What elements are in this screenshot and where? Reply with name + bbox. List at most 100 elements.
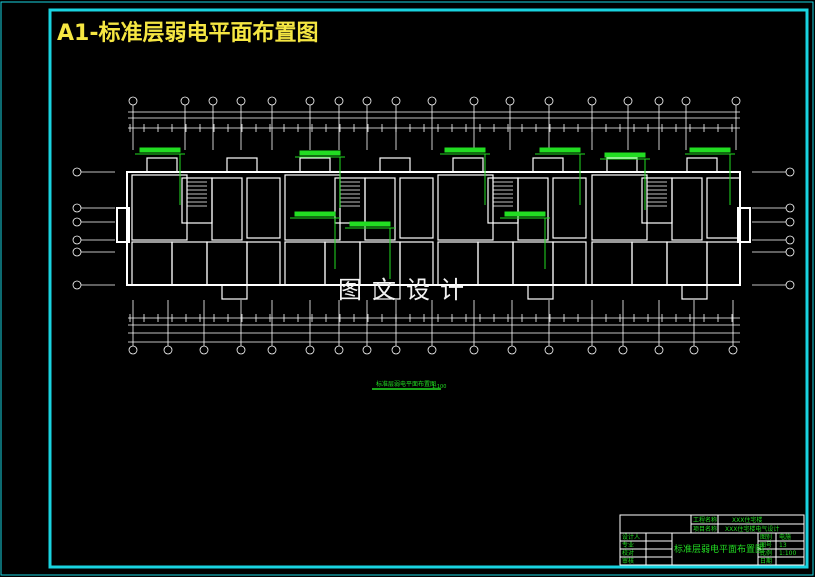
room — [706, 241, 741, 286]
wiring-label — [604, 152, 646, 158]
axis-bubble — [469, 345, 479, 355]
wiring-label — [444, 147, 486, 153]
drawing-label: 标准层弱电平面布置图 1:100 — [372, 380, 446, 390]
drawing-name: 标准层弱电平面布置图 — [674, 543, 764, 555]
wiring-label — [539, 147, 581, 153]
drawing-frame — [48, 8, 809, 569]
scale-label: 比例 — [760, 549, 772, 557]
axis-bubble — [208, 96, 218, 106]
axis-bubble — [128, 345, 138, 355]
balcony — [226, 157, 258, 173]
wiring-label — [504, 211, 546, 217]
axis-bubble — [587, 96, 597, 106]
axis-grid — [72, 96, 795, 355]
room — [477, 241, 514, 286]
balcony — [686, 157, 718, 173]
axis-bubble — [728, 345, 738, 355]
balcony — [146, 157, 178, 173]
svg-text:1:100: 1:100 — [432, 384, 446, 390]
wiring-label — [689, 147, 731, 153]
axis-bubble — [305, 345, 315, 355]
axis-bubble — [507, 345, 517, 355]
balcony — [299, 157, 331, 173]
axis-bubble — [236, 96, 246, 106]
room — [552, 177, 587, 239]
room — [552, 241, 587, 286]
axis-bubble — [72, 247, 82, 257]
axis-bubble — [785, 217, 795, 227]
reviewer-label: 审核 — [622, 557, 634, 565]
axis-bubble — [267, 96, 277, 106]
balcony — [532, 157, 564, 173]
drawing-title: A1-标准层弱电平面布置图 — [57, 20, 318, 46]
axis-bubble — [785, 167, 795, 177]
balcony — [221, 284, 248, 300]
category-value: 电施 — [779, 533, 791, 541]
balcony — [379, 157, 411, 173]
axis-bubble — [391, 345, 401, 355]
axis-bubble — [544, 345, 554, 355]
scale-value: 1:100 — [779, 550, 796, 557]
axis-bubble — [163, 345, 173, 355]
item-value: XXX住宅楼电气设计 — [725, 525, 779, 533]
balcony — [606, 157, 638, 173]
wiring-label — [294, 211, 336, 217]
axis-bubble — [469, 96, 479, 106]
building-plan — [116, 157, 751, 300]
axis-bubble — [391, 96, 401, 106]
axis-bubble — [587, 345, 597, 355]
axis-bubble — [334, 96, 344, 106]
axis-bubble — [623, 96, 633, 106]
designer-label: 设计人 — [622, 533, 640, 541]
date-label: 日期 — [760, 557, 772, 565]
room — [512, 241, 554, 286]
room — [131, 241, 173, 286]
axis-bubble — [618, 345, 628, 355]
room — [666, 241, 708, 286]
room — [364, 177, 396, 241]
axis-bubble — [654, 345, 664, 355]
axis-bubble — [785, 247, 795, 257]
axis-bubble — [128, 96, 138, 106]
room — [206, 241, 248, 286]
category-label: 图别 — [760, 533, 772, 541]
balcony — [374, 284, 401, 300]
wiring-label — [299, 150, 341, 156]
axis-bubble — [72, 217, 82, 227]
axis-bubble — [427, 96, 437, 106]
axis-bubble — [785, 203, 795, 213]
item-label: 项目名称 — [693, 525, 717, 533]
room — [631, 241, 668, 286]
room — [517, 177, 549, 241]
wiring-label — [349, 221, 391, 227]
room — [671, 177, 703, 241]
axis-bubble — [362, 96, 372, 106]
project-value: XXX住宅楼 — [732, 516, 762, 524]
axis-bubble — [72, 280, 82, 290]
room — [211, 177, 243, 241]
room — [591, 241, 633, 286]
axis-bubble — [654, 96, 664, 106]
axis-bubble — [689, 345, 699, 355]
axis-bubble — [505, 96, 515, 106]
major-label: 专业 — [622, 541, 634, 549]
axis-bubble — [427, 345, 437, 355]
room — [437, 174, 494, 241]
axis-bubble — [334, 345, 344, 355]
axis-bubble — [236, 345, 246, 355]
axis-bubble — [72, 235, 82, 245]
axis-bubble — [267, 345, 277, 355]
checker-label: 校对 — [622, 549, 634, 557]
axis-bubble — [731, 96, 741, 106]
room — [246, 241, 281, 286]
svg-text:标准层弱电平面布置图: 标准层弱电平面布置图 — [376, 380, 436, 388]
axis-bubble — [199, 345, 209, 355]
title-block: 工程名称 XXX住宅楼 项目名称 XXX住宅楼电气设计 设计人 专业 校对 审核… — [619, 514, 805, 566]
axis-bubble — [785, 235, 795, 245]
balcony — [681, 284, 708, 300]
axis-bubble — [72, 167, 82, 177]
axis-bubble — [305, 96, 315, 106]
axis-bubble — [180, 96, 190, 106]
